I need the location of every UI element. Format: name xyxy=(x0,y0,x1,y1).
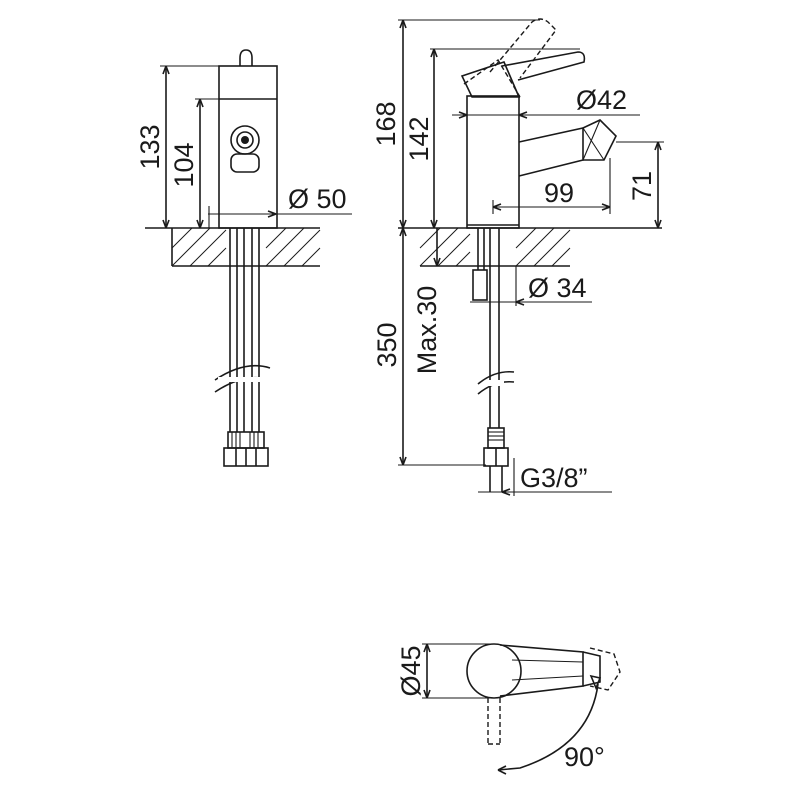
front-deck-hatch-right xyxy=(515,227,571,267)
front-lever-alt-base xyxy=(463,58,521,98)
front-dim-42-label: Ø42 xyxy=(576,85,627,115)
front-dim-42-arrow-right xyxy=(518,111,528,119)
side-dim-133-arrows xyxy=(162,65,170,229)
top-outlet-marker xyxy=(589,674,602,691)
front-lever-handle xyxy=(501,51,586,81)
front-spout xyxy=(518,127,584,177)
front-dim-168-label: 168 xyxy=(371,101,401,146)
top-rotation-label: 90° xyxy=(564,742,605,772)
top-dim-45-arrows xyxy=(423,643,431,699)
front-dim-350-label: 350 xyxy=(372,322,402,367)
side-break-gap xyxy=(218,377,274,382)
front-deck-hatch-left xyxy=(419,227,471,267)
front-break-mark-1 xyxy=(477,370,515,385)
top-handle-alt-tip xyxy=(589,647,621,691)
top-handle-line-2 xyxy=(511,675,584,681)
front-dim-g38-arrow xyxy=(501,488,511,496)
side-dim-50-label: Ø 50 xyxy=(288,184,347,214)
top-view: 90° Ø45 xyxy=(396,643,621,775)
side-dim-104-arrows xyxy=(196,98,204,229)
top-handle-tip xyxy=(582,651,601,687)
side-hose-fittings xyxy=(223,431,269,467)
side-aerator-dot xyxy=(241,136,249,144)
front-dim-350-arrows xyxy=(399,227,407,466)
front-spout-facet-2 xyxy=(582,119,601,161)
side-lever-knob xyxy=(239,49,253,66)
front-dim-42-arrow-left xyxy=(458,111,468,119)
side-dim-50-arrow xyxy=(267,210,277,218)
side-view: 133 104 Ø 50 xyxy=(135,49,352,467)
side-break-mark-1 xyxy=(214,364,271,381)
front-dim-168-arrows xyxy=(399,19,407,229)
front-dim-max30-label: Max.30 xyxy=(412,286,442,375)
front-dim-71-arrows xyxy=(654,141,662,229)
front-dim-142-arrows xyxy=(430,48,438,229)
front-hose-fitting xyxy=(483,427,509,492)
front-lever-cartridge xyxy=(460,61,521,98)
side-dim-104-label: 104 xyxy=(169,142,199,187)
side-aerator-base xyxy=(230,153,260,173)
front-dim-max30-arrow xyxy=(433,257,441,267)
front-dim-g38-label: G3/8” xyxy=(520,463,588,493)
front-view: 168 142 Ø42 99 71 Ø 34 Max.30 350 xyxy=(371,18,664,496)
top-dim-45-label: Ø45 xyxy=(396,645,426,696)
side-aerator-inner xyxy=(236,131,254,149)
front-dim-99-label: 99 xyxy=(544,178,574,208)
top-handle-line-1 xyxy=(511,659,584,663)
top-body-circle xyxy=(466,643,522,699)
front-lever-alt-position xyxy=(489,18,557,79)
front-break-gap xyxy=(486,380,504,386)
front-spout-facet-1 xyxy=(582,127,605,161)
side-deck-hatch-left xyxy=(171,227,227,267)
front-dim-34-arrow xyxy=(515,298,525,306)
front-dim-34-label: Ø 34 xyxy=(528,273,587,303)
top-handle-arm xyxy=(499,644,584,697)
side-dim-133-label: 133 xyxy=(135,124,165,169)
front-spout-tip xyxy=(582,119,617,161)
top-rotation-arrow-head xyxy=(497,765,507,775)
front-threaded-stud xyxy=(472,269,488,301)
top-rotation-arc xyxy=(497,683,599,771)
side-deck-hatch-right xyxy=(265,227,321,267)
side-hoses xyxy=(229,228,260,432)
front-dim-99-arrows xyxy=(492,203,611,211)
front-dim-142-label: 142 xyxy=(404,116,434,161)
front-dim-71-label: 71 xyxy=(627,171,657,201)
